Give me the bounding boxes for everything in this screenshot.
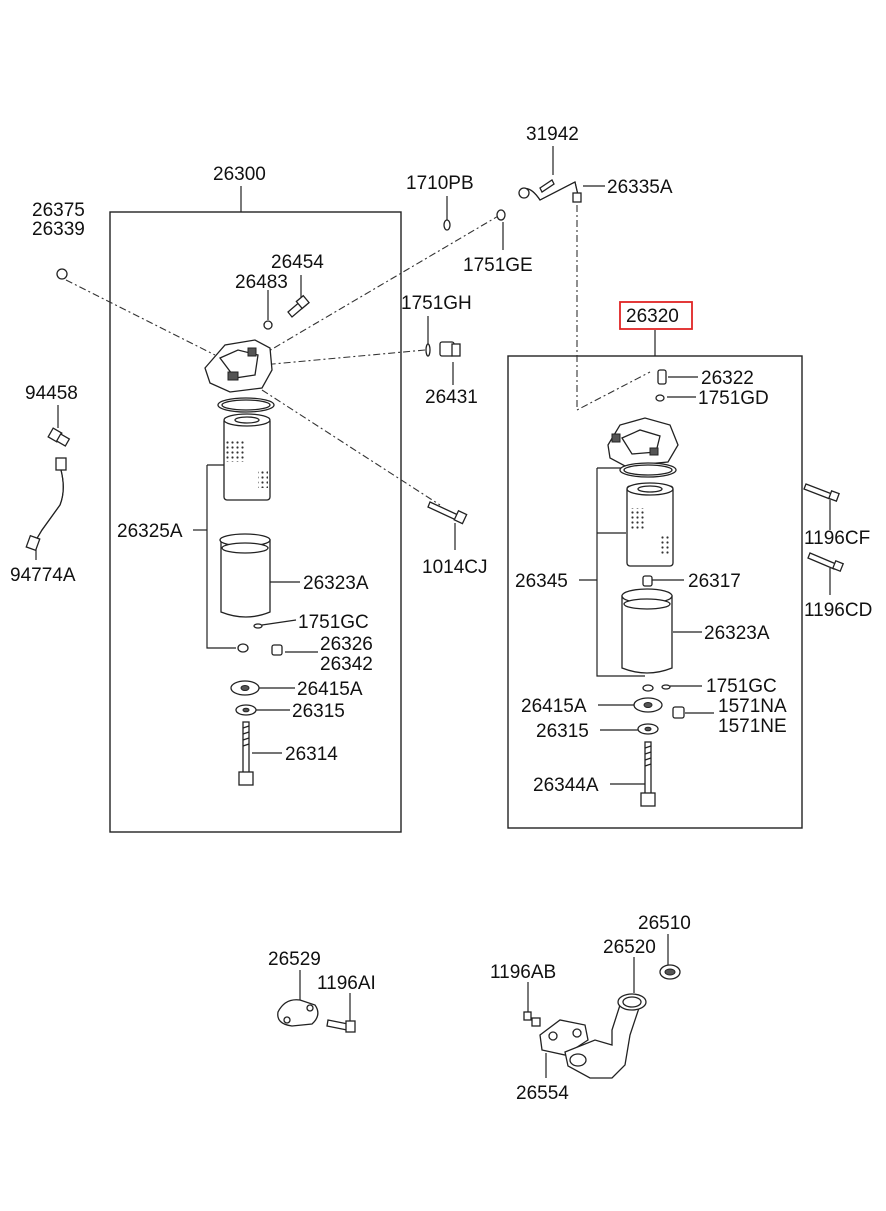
label-1196cf[interactable]: 1196CF	[804, 528, 870, 549]
label-1196cd[interactable]: 1196CD	[804, 600, 872, 621]
label-26335a[interactable]: 26335A	[607, 177, 673, 198]
label-26326[interactable]: 26326	[320, 634, 373, 655]
label-26344a[interactable]: 26344A	[533, 775, 599, 796]
label-1014cj[interactable]: 1014CJ	[422, 557, 488, 578]
label-26314[interactable]: 26314	[285, 744, 338, 765]
pipe-parts	[518, 179, 582, 203]
left-assembly-parts	[56, 209, 506, 786]
label-26345[interactable]: 26345	[515, 571, 568, 592]
label-26320[interactable]: 26320	[626, 306, 679, 327]
label-26415a-left[interactable]: 26415A	[297, 679, 363, 700]
label-94458[interactable]: 94458	[25, 383, 78, 404]
label-1571ne[interactable]: 1571NE	[718, 716, 787, 737]
bottom-parts	[277, 964, 681, 1079]
label-1571na[interactable]: 1571NA	[718, 696, 787, 717]
label-26554[interactable]: 26554	[516, 1083, 569, 1104]
part-highlight-26320	[619, 301, 693, 330]
label-26322[interactable]: 26322	[701, 368, 754, 389]
assembly-frame-26300	[109, 211, 402, 833]
part-labels: 26300 26375 26339 26454 26483 1710PB 175…	[10, 124, 872, 1104]
label-26315-right[interactable]: 26315	[536, 721, 589, 742]
sensor-line-parts	[25, 427, 71, 552]
label-26300[interactable]: 26300	[213, 164, 266, 185]
label-26510[interactable]: 26510	[638, 913, 691, 934]
label-1751gc-left[interactable]: 1751GC	[298, 612, 369, 633]
label-26323a-right[interactable]: 26323A	[704, 623, 770, 644]
label-26483[interactable]: 26483	[235, 272, 288, 293]
label-26431[interactable]: 26431	[425, 387, 478, 408]
label-94774a[interactable]: 94774A	[10, 565, 76, 586]
label-1751gh[interactable]: 1751GH	[401, 293, 472, 314]
label-26325a[interactable]: 26325A	[117, 521, 183, 542]
label-26415a-right[interactable]: 26415A	[521, 696, 587, 717]
label-26342[interactable]: 26342	[320, 654, 373, 675]
label-1751gd[interactable]: 1751GD	[698, 388, 769, 409]
label-26375[interactable]: 26375	[32, 200, 85, 221]
label-1710pb[interactable]: 1710PB	[406, 173, 474, 194]
right-assembly-parts	[607, 369, 845, 807]
label-26317[interactable]: 26317	[688, 571, 741, 592]
connection-lines	[65, 205, 651, 506]
label-26454[interactable]: 26454	[271, 252, 324, 273]
label-1196ab[interactable]: 1196AB	[490, 962, 556, 983]
leader-lines	[35, 146, 831, 1078]
label-1751gc-right[interactable]: 1751GC	[706, 676, 777, 697]
label-31942[interactable]: 31942	[526, 124, 579, 145]
label-26529[interactable]: 26529	[268, 949, 321, 970]
label-1751ge[interactable]: 1751GE	[463, 255, 533, 276]
label-26520[interactable]: 26520	[603, 937, 656, 958]
label-26339[interactable]: 26339	[32, 219, 85, 240]
label-1196ai[interactable]: 1196AI	[317, 973, 376, 994]
label-26315-left[interactable]: 26315	[292, 701, 345, 722]
label-26323a-left[interactable]: 26323A	[303, 573, 369, 594]
